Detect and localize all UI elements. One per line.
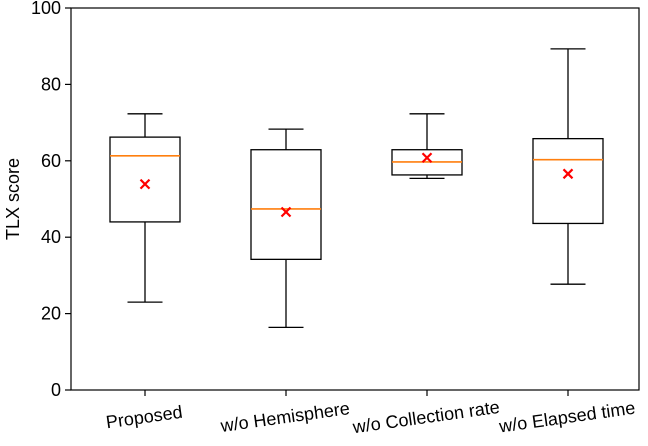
mean-marker-stroke (280, 206, 292, 218)
x-tick-label: w/o Elapsed time (497, 398, 637, 437)
mean-marker (139, 178, 151, 190)
mean-marker (421, 152, 433, 164)
y-tick-label: 40 (41, 227, 61, 247)
y-tick-label: 100 (31, 0, 61, 18)
box-group (109, 113, 181, 303)
y-tick-label: 60 (41, 151, 61, 171)
y-tick-label: 0 (51, 380, 61, 400)
y-tick-label: 80 (41, 74, 61, 94)
x-tick-label: Proposed (105, 402, 184, 433)
iqr-box (532, 137, 604, 225)
mean-marker (562, 168, 574, 180)
y-tick-label: 20 (41, 304, 61, 324)
mean-marker-stroke (139, 178, 151, 190)
mean-marker-stroke (562, 168, 574, 180)
box-group (250, 128, 322, 329)
mean-marker-stroke (421, 152, 433, 164)
x-tick-label: w/o Hemisphere (218, 398, 351, 436)
plot-frame (70, 7, 640, 391)
box-group (532, 48, 604, 285)
y-axis-label: TLX score (3, 158, 23, 240)
iqr-box (250, 149, 322, 261)
plot-content (109, 48, 604, 329)
iqr-box (109, 136, 181, 223)
box-group (391, 113, 463, 180)
x-tick-label: w/o Collection rate (350, 397, 500, 438)
y-axis: 0 20 40 60 80 100 (31, 0, 71, 400)
mean-marker (280, 206, 292, 218)
